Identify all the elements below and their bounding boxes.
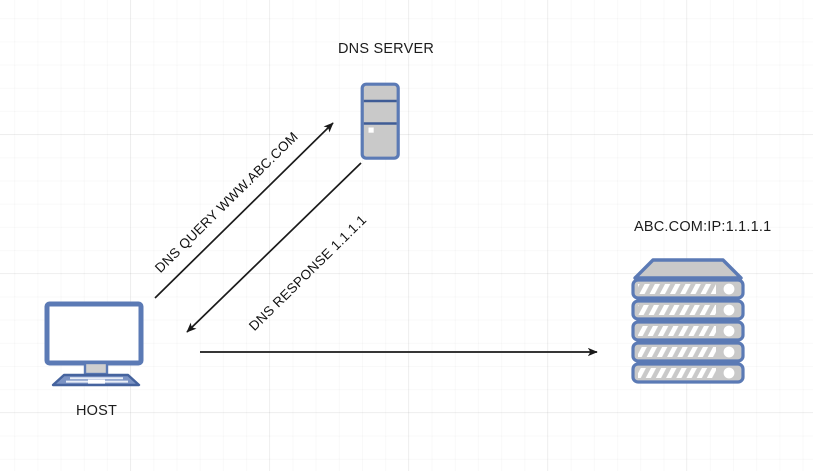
host-label: HOST [76,403,118,419]
server-rack-icon [631,258,745,384]
desktop-computer-icon [44,301,144,387]
arrow-dns-query [154,122,334,299]
server-tower-icon [360,82,400,160]
web-server-label: ABC.COM:IP:1.1.1.1 [634,219,772,235]
arrow-dns-response [186,162,362,333]
dns-server-label: DNS SERVER [338,41,435,57]
host-node[interactable] [44,301,148,392]
dns-server-node[interactable] [360,82,402,167]
web-server-node[interactable] [629,256,747,389]
